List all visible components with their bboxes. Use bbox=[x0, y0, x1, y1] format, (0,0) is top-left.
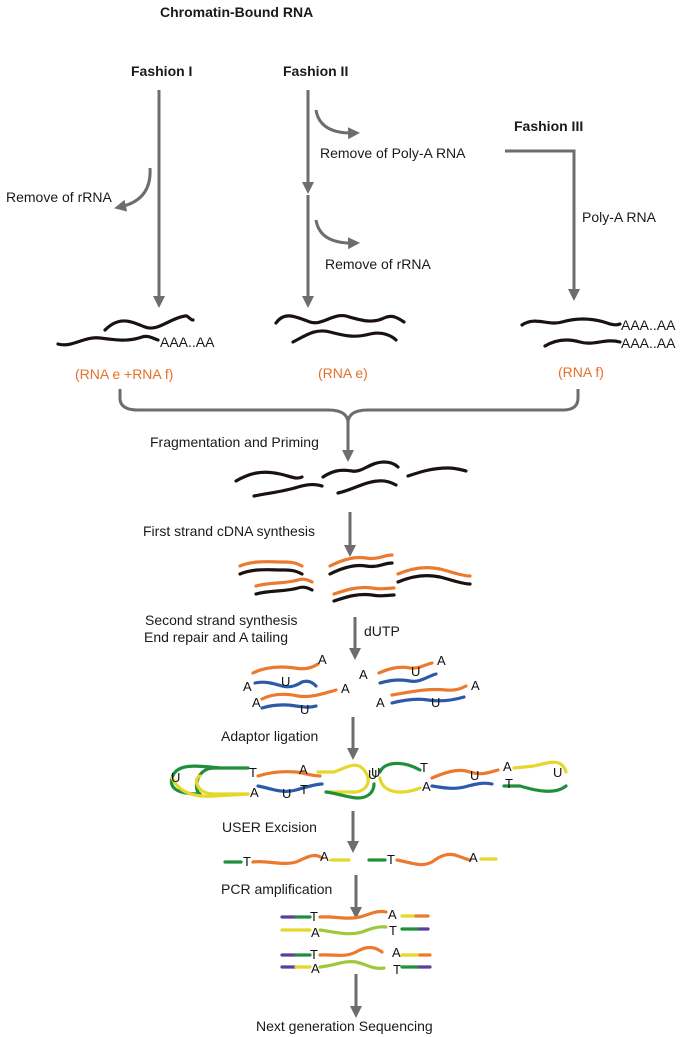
base-a: A bbox=[359, 667, 368, 682]
base-u: U bbox=[470, 768, 479, 783]
dutp-label: dUTP bbox=[364, 623, 400, 639]
remove-polya-arrow bbox=[314, 109, 360, 140]
ligated-fragment-left bbox=[169, 763, 376, 800]
first-strand-products bbox=[238, 553, 472, 603]
base-a: A bbox=[320, 849, 329, 864]
base-a: A bbox=[422, 779, 431, 794]
fashion-1-label: Fashion I bbox=[131, 63, 192, 79]
fashion-3-label: Fashion III bbox=[514, 118, 583, 134]
base-t: T bbox=[300, 782, 308, 797]
rna-group-2 bbox=[274, 313, 406, 344]
base-a: A bbox=[243, 679, 252, 694]
base-a: A bbox=[318, 652, 327, 667]
base-t: T bbox=[420, 760, 428, 775]
base-u: U bbox=[281, 674, 290, 689]
remove-rrna-2-label: Remove of rRNA bbox=[325, 256, 431, 272]
base-u: U bbox=[368, 767, 377, 782]
remove-rrna-2-arrow bbox=[314, 219, 360, 250]
step-sequencing: Next generation Sequencing bbox=[256, 1018, 433, 1034]
product-1-label: (RNA e +RNA f) bbox=[75, 366, 173, 382]
product-2-label: (RNA e) bbox=[318, 365, 368, 381]
merge-bracket bbox=[118, 389, 580, 424]
base-t: T bbox=[310, 909, 318, 924]
double-stranded-cdna bbox=[251, 661, 468, 710]
rna-1-tail: AAA..AA bbox=[160, 334, 215, 350]
ligated-fragment-right bbox=[378, 760, 568, 794]
step-pcr: PCR amplification bbox=[221, 881, 332, 897]
base-a: A bbox=[503, 759, 512, 774]
step-first-strand: First strand cDNA synthesis bbox=[143, 523, 315, 539]
step-end-repair: End repair and A tailing bbox=[144, 629, 288, 645]
base-t: T bbox=[310, 947, 318, 962]
base-a: A bbox=[311, 925, 320, 940]
base-a: A bbox=[341, 681, 350, 696]
base-u: U bbox=[553, 765, 562, 780]
base-a: A bbox=[388, 907, 397, 922]
base-t: T bbox=[387, 852, 395, 867]
base-a: A bbox=[392, 945, 401, 960]
base-u: U bbox=[411, 664, 420, 679]
rna-3-tail-2: AAA..AA bbox=[621, 335, 676, 351]
rna-3-tail-1: AAA..AA bbox=[621, 317, 676, 333]
base-a: A bbox=[437, 653, 446, 668]
base-a: A bbox=[299, 762, 308, 777]
base-t: T bbox=[505, 776, 513, 791]
diagram-title: Chromatin-Bound RNA bbox=[160, 4, 313, 20]
base-u: U bbox=[282, 786, 291, 801]
rna-group-3 bbox=[520, 317, 622, 348]
step-adaptor-ligation: Adaptor ligation bbox=[221, 728, 318, 744]
base-a: A bbox=[250, 785, 259, 800]
fashion-3-arrow bbox=[505, 149, 580, 301]
base-a: A bbox=[252, 695, 261, 710]
base-a: A bbox=[311, 961, 320, 976]
base-t: T bbox=[393, 962, 401, 977]
base-a: A bbox=[471, 678, 480, 693]
step-fragmentation: Fragmentation and Priming bbox=[150, 434, 319, 450]
product-3-label: (RNA f) bbox=[558, 364, 604, 380]
base-u: U bbox=[371, 765, 380, 780]
base-t: T bbox=[243, 854, 251, 869]
remove-rrna-1-arrow bbox=[114, 167, 152, 212]
remove-polya-label: Remove of Poly-A RNA bbox=[320, 145, 466, 161]
fashion-2-label: Fashion II bbox=[283, 63, 348, 79]
rna-group-1 bbox=[56, 314, 195, 347]
base-a: A bbox=[469, 850, 478, 865]
step-user-excision: USER Excision bbox=[222, 819, 317, 835]
pcr-products bbox=[280, 909, 432, 970]
base-u: U bbox=[431, 695, 440, 710]
base-u: U bbox=[300, 702, 309, 717]
base-t: T bbox=[249, 765, 257, 780]
fragmented-rna bbox=[234, 460, 468, 498]
polya-rna-label: Poly-A RNA bbox=[582, 209, 657, 225]
remove-rrna-1-label: Remove of rRNA bbox=[6, 189, 112, 205]
base-a: A bbox=[376, 695, 385, 710]
base-t: T bbox=[389, 923, 397, 938]
base-u: U bbox=[171, 770, 180, 785]
step-second-strand: Second strand synthesis bbox=[145, 612, 298, 628]
excised-fragments bbox=[223, 852, 498, 867]
